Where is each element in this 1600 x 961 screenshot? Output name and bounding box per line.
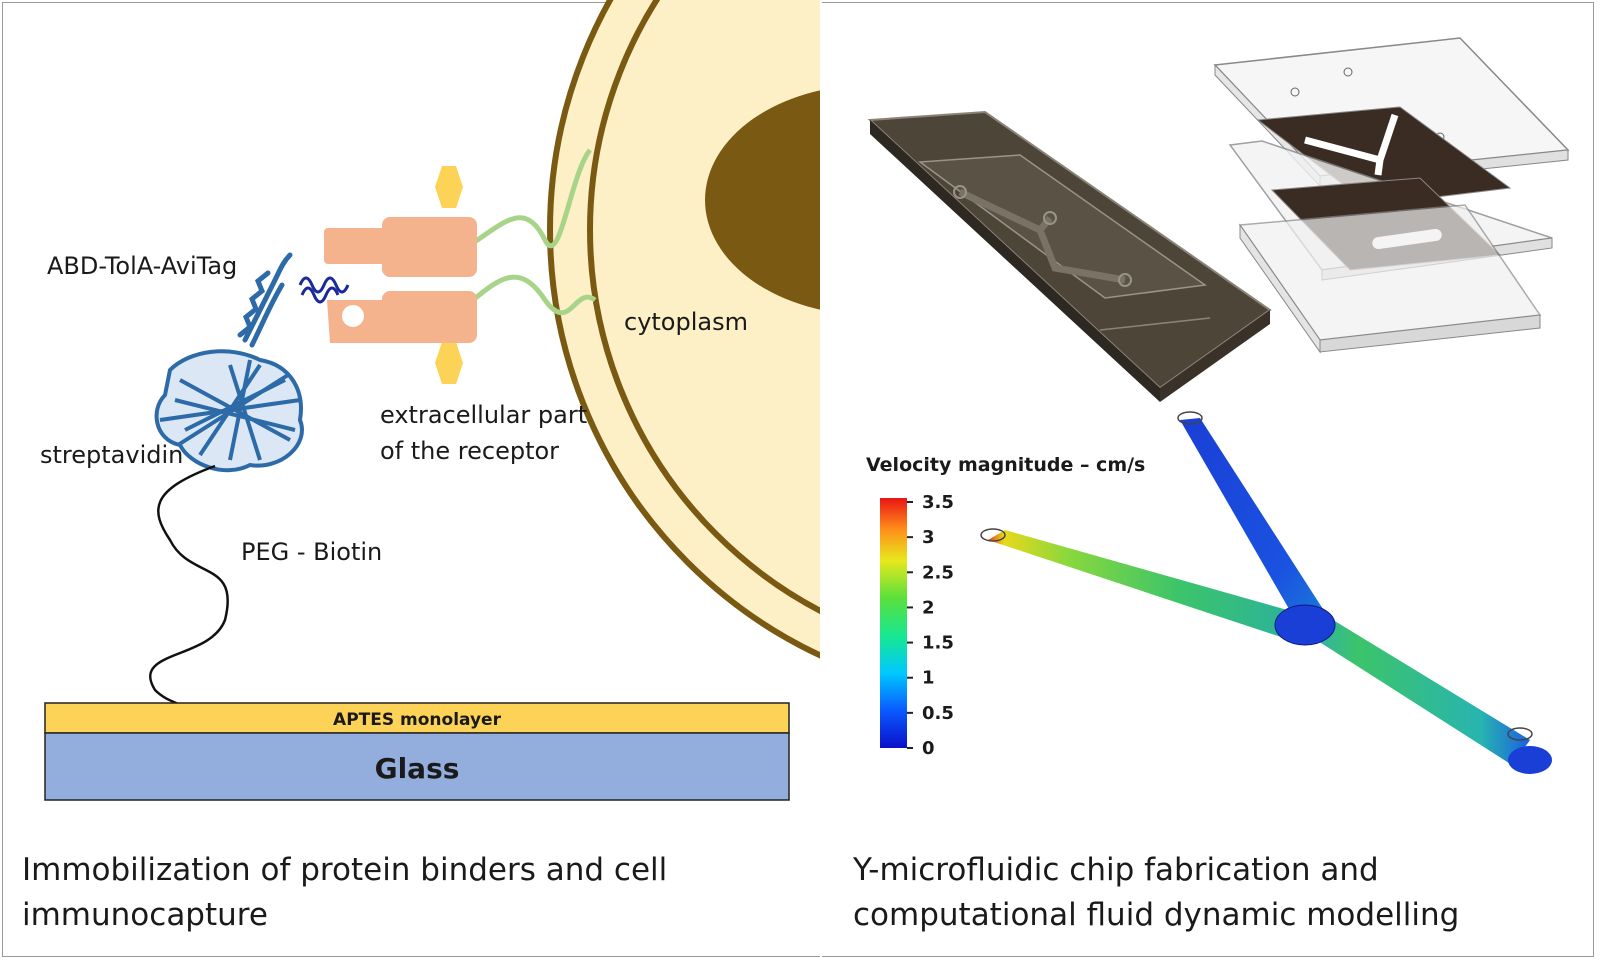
scale-tick-label: 0 — [922, 738, 935, 759]
abd-protein-structure — [237, 252, 293, 348]
streptavidin-structure — [154, 349, 304, 473]
right-caption-line1: Y-microfluidic chip fabrication and — [852, 852, 1379, 888]
left-caption-line2: immunocapture — [22, 897, 268, 933]
label-cytoplasm: cytoplasm — [624, 308, 748, 336]
scale-tick-label: 3 — [922, 527, 935, 548]
hexagon-bottom — [435, 342, 463, 384]
label-glass: Glass — [375, 752, 460, 785]
scale-tick-label: 1.5 — [922, 633, 954, 654]
aptes-layer — [44, 702, 790, 734]
scale-tick-label: 0.5 — [922, 703, 954, 724]
glass-layer — [44, 732, 790, 801]
left-caption-line1: Immobilization of protein binders and ce… — [22, 852, 667, 888]
receptor-binding-domain — [324, 217, 477, 343]
scale-tick-label: 3.5 — [922, 492, 954, 513]
nucleus — [705, 90, 820, 310]
scale-tick-label: 1 — [922, 668, 935, 689]
right-caption-line2: computational fluid dynamic modelling — [853, 897, 1459, 933]
helix-dark — [298, 276, 350, 304]
cfd-flow-model — [980, 411, 1552, 774]
assembled-chip — [867, 110, 1272, 402]
receptor-transmembrane — [471, 148, 597, 316]
label-extracellular-2: of the receptor — [380, 437, 559, 465]
legend-title: Velocity magnitude – cm/s — [866, 454, 1145, 476]
color-scale-bar — [880, 498, 907, 748]
scale-tick-label: 2 — [922, 597, 935, 618]
cell-inner-membrane — [587, 0, 820, 614]
peg-linker — [148, 464, 229, 708]
hexagon-top — [435, 166, 463, 208]
label-extracellular-1: extracellular part — [380, 401, 587, 429]
scale-tick-label: 2.5 — [922, 562, 954, 583]
label-streptavidin: streptavidin — [40, 441, 183, 469]
color-scale-ticks: 3.5 3 2.5 2 1.5 1 0.5 0 — [907, 492, 954, 759]
exploded-chip-layers — [1213, 37, 1570, 354]
label-peg: PEG - Biotin — [241, 538, 382, 566]
label-aptes: APTES monolayer — [333, 710, 502, 730]
cell-illustration — [547, 0, 820, 659]
label-abd: ABD-TolA-AviTag — [47, 252, 237, 280]
